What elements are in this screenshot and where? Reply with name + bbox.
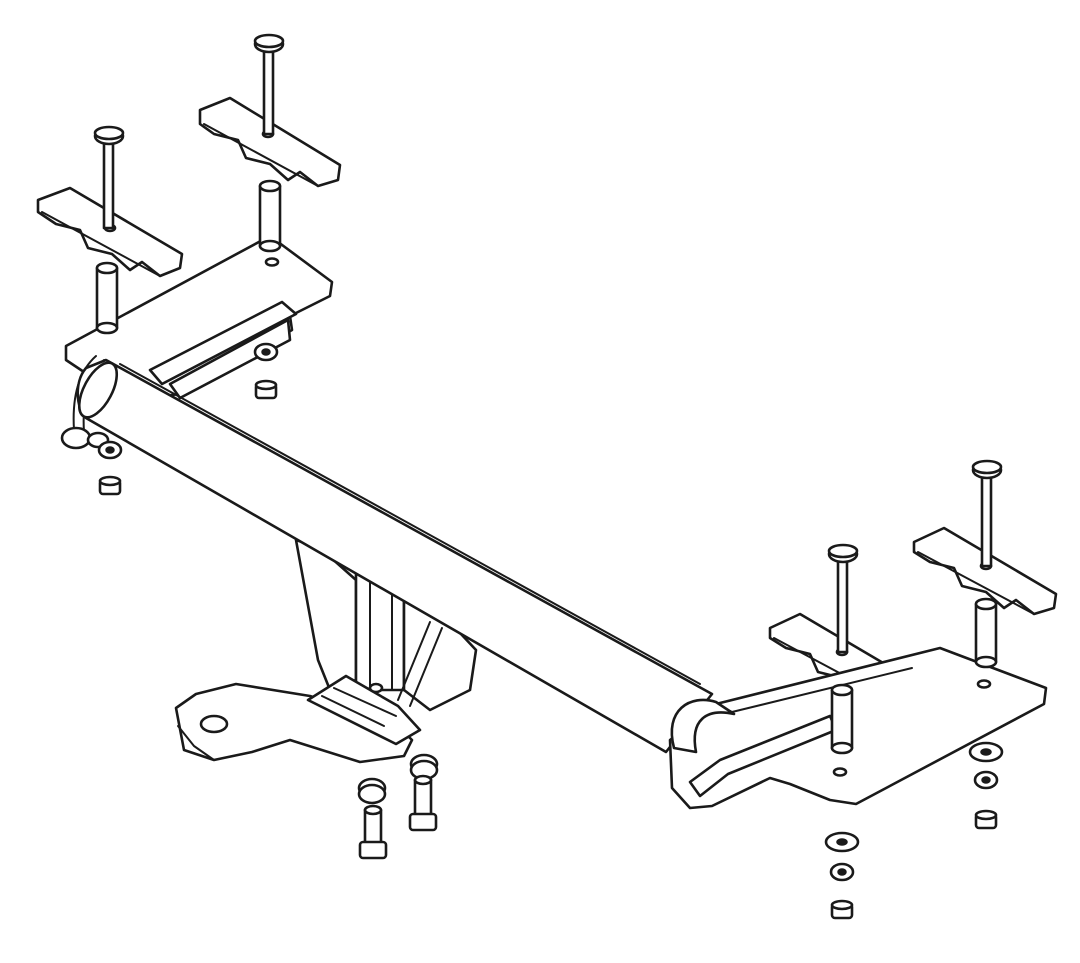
spacer-sleeve bbox=[974, 597, 998, 669]
bolt bbox=[408, 774, 438, 832]
washer bbox=[968, 741, 1004, 763]
washer bbox=[824, 831, 860, 853]
nut bbox=[974, 809, 998, 830]
bolt bbox=[827, 543, 859, 654]
spacer-sleeve bbox=[258, 179, 282, 253]
bolt bbox=[358, 804, 388, 860]
nut bbox=[829, 862, 855, 882]
tow-ball-mount bbox=[174, 538, 478, 764]
nut bbox=[409, 753, 439, 781]
spacer-sleeve bbox=[95, 261, 119, 335]
bolt bbox=[253, 33, 285, 136]
nut bbox=[253, 342, 279, 362]
nut bbox=[254, 379, 278, 400]
nut bbox=[97, 440, 123, 460]
bolt bbox=[971, 459, 1003, 568]
nut bbox=[357, 777, 387, 805]
left-mounting-bracket bbox=[64, 234, 334, 402]
nut bbox=[830, 899, 854, 920]
spacer-sleeve bbox=[830, 683, 854, 755]
nut bbox=[973, 770, 999, 790]
nut bbox=[98, 475, 122, 496]
cross-bar-tube bbox=[76, 358, 714, 754]
bolt bbox=[93, 125, 125, 230]
